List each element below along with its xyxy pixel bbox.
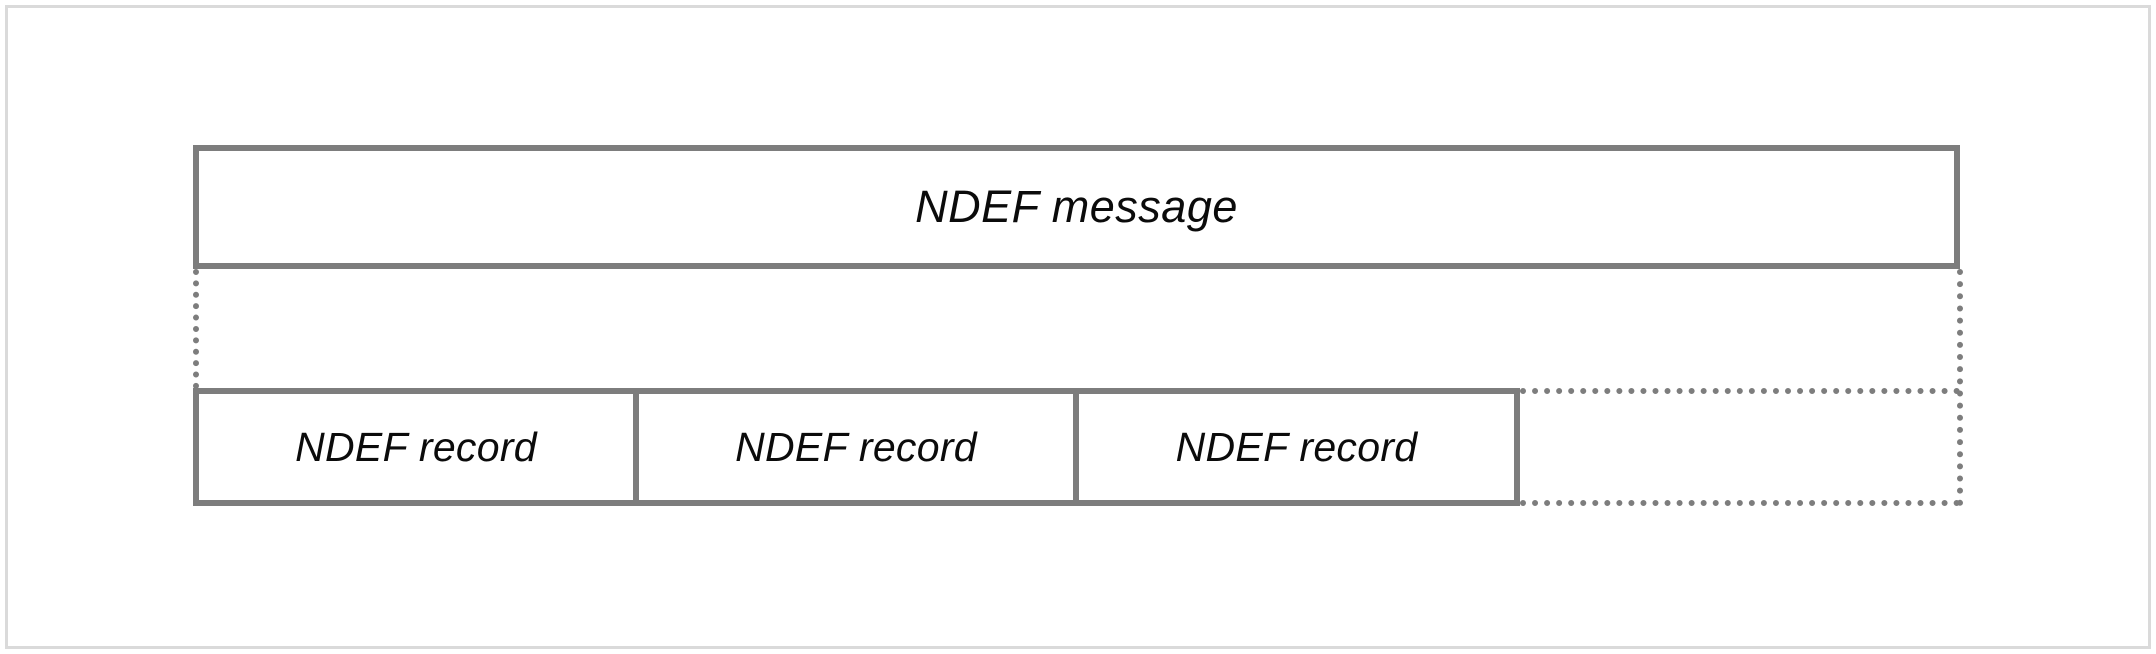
ndef-message-label: NDEF message <box>915 181 1238 232</box>
ndef-record-box: NDEF record <box>1076 388 1520 506</box>
continuation-bottom-line <box>1520 500 1960 506</box>
left-expansion-line <box>193 269 199 389</box>
ndef-record-label: NDEF record <box>295 423 537 470</box>
right-expansion-line <box>1957 269 1963 506</box>
ndef-record-label: NDEF record <box>1175 423 1418 470</box>
ndef-record-label: NDEF record <box>735 423 977 470</box>
continuation-top-line <box>1520 388 1960 394</box>
ndef-record-box: NDEF record <box>193 388 639 506</box>
ndef-record-box: NDEF record <box>636 388 1079 506</box>
ndef-records-row: NDEF record NDEF record NDEF record <box>193 388 1520 506</box>
ndef-message-box: NDEF message <box>193 145 1960 269</box>
